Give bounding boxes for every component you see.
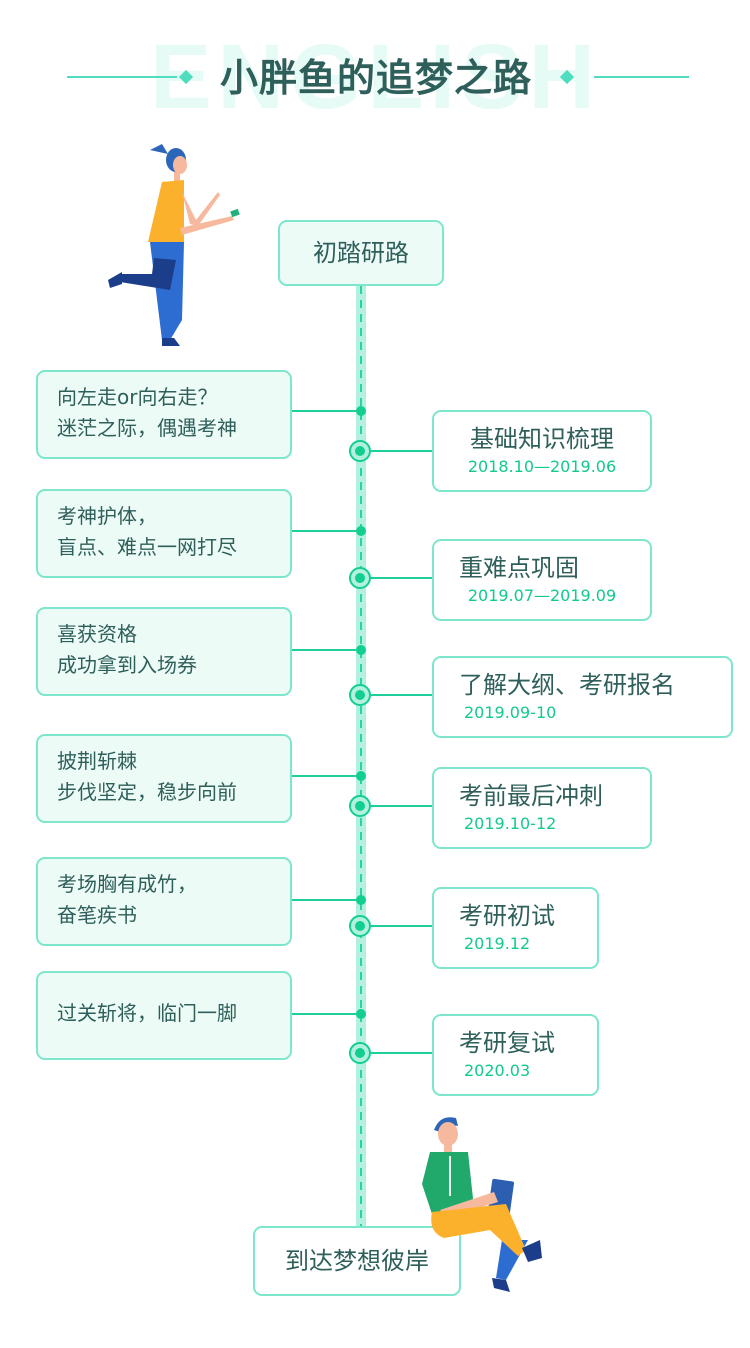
- stage-date: 2020.03: [464, 1061, 531, 1080]
- stage-box: 考研初试 2019.12: [432, 887, 599, 969]
- connector-line: [292, 649, 356, 651]
- stage-title: 重难点巩固: [459, 554, 579, 582]
- note-box: 过关斩将，临门一脚: [36, 971, 292, 1060]
- node-dot: [356, 645, 366, 655]
- stage-date: 2018.10—2019.06: [467, 457, 617, 476]
- connector-line: [371, 1052, 432, 1054]
- note-line: 喜获资格: [57, 622, 137, 646]
- note-line: 考场胸有成竹，: [57, 872, 197, 896]
- background-watermark-word: ENGLISH: [150, 26, 601, 128]
- stage-node-icon: [349, 684, 371, 706]
- page-title: 小胖鱼的追梦之路: [219, 56, 532, 100]
- stage-date: 2019.09-10: [464, 703, 557, 722]
- stage-node-icon: [349, 567, 371, 589]
- note-line: 步伐坚定，稳步向前: [57, 780, 237, 804]
- connector-line: [292, 410, 356, 412]
- connector-line: [371, 450, 432, 452]
- timeline-start-box: 初踏研路: [278, 220, 444, 286]
- stage-node-icon: [349, 440, 371, 462]
- stage-date: 2019.10-12: [464, 814, 557, 833]
- header-line-right: [594, 76, 689, 78]
- stage-title: 考研初试: [459, 902, 555, 930]
- header-line-left: [67, 76, 177, 78]
- stage-box: 重难点巩固 2019.07—2019.09: [432, 539, 652, 621]
- note-box: 向左走or向右走？ 迷茫之际，偶遇考神: [36, 370, 292, 459]
- note-box: 喜获资格 成功拿到入场券: [36, 607, 292, 696]
- stage-date: 2019.12: [464, 934, 531, 953]
- note-line: 过关斩将，临门一脚: [57, 1001, 237, 1025]
- connector-line: [371, 805, 432, 807]
- stage-node-icon: [349, 795, 371, 817]
- connector-line: [371, 577, 432, 579]
- stage-title: 了解大纲、考研报名: [459, 671, 675, 699]
- connector-line: [371, 694, 432, 696]
- stage-box: 考研复试 2020.03: [432, 1014, 599, 1096]
- node-dot: [356, 406, 366, 416]
- note-box: 考神护体， 盲点、难点一网打尽: [36, 489, 292, 578]
- note-line: 奋笔疾书: [57, 903, 137, 927]
- connector-line: [292, 899, 356, 901]
- node-dot: [356, 895, 366, 905]
- connector-line: [292, 530, 356, 532]
- sitting-man-illustration: [422, 1117, 542, 1292]
- stage-title: 考研复试: [459, 1029, 555, 1057]
- note-line: 迷茫之际，偶遇考神: [57, 416, 237, 440]
- note-line: 披荆斩棘: [57, 749, 137, 773]
- timeline-track-dash: [360, 286, 362, 1226]
- connector-line: [292, 775, 356, 777]
- timeline-end-box: 到达梦想彼岸: [253, 1226, 461, 1296]
- note-line: 考神护体，: [57, 504, 157, 528]
- connector-line: [371, 925, 432, 927]
- stage-box: 了解大纲、考研报名 2019.09-10: [432, 656, 733, 738]
- node-dot: [356, 771, 366, 781]
- stage-title: 考前最后冲刺: [459, 782, 603, 810]
- stage-title: 基础知识梳理: [470, 425, 614, 453]
- stage-date: 2019.07—2019.09: [467, 586, 617, 605]
- note-box: 考场胸有成竹， 奋笔疾书: [36, 857, 292, 946]
- note-line: 盲点、难点一网打尽: [57, 535, 237, 559]
- stage-node-icon: [349, 1042, 371, 1064]
- connector-line: [292, 1013, 356, 1015]
- node-dot: [356, 526, 366, 536]
- node-dot: [356, 1009, 366, 1019]
- note-line: 向左走or向右走？: [57, 385, 218, 409]
- note-box: 披荆斩棘 步伐坚定，稳步向前: [36, 734, 292, 823]
- stage-node-icon: [349, 915, 371, 937]
- stage-box: 基础知识梳理 2018.10—2019.06: [432, 410, 652, 492]
- running-woman-illustration: [108, 144, 240, 346]
- note-line: 成功拿到入场券: [57, 653, 197, 677]
- stage-box: 考前最后冲刺 2019.10-12: [432, 767, 652, 849]
